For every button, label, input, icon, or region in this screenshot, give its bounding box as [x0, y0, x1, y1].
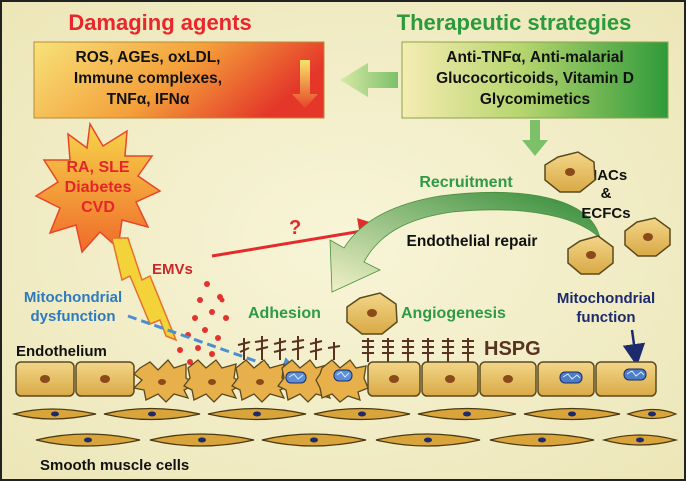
mac-cell-2-nucleus [643, 233, 653, 241]
ampersand-label: & [601, 185, 612, 202]
damaging-agents-box [33, 41, 325, 119]
down-arrow-icon [292, 60, 318, 108]
damaging-line-2: Immune complexes, [74, 70, 222, 87]
therapeutic-title: Therapeutic strategies [397, 10, 632, 35]
therapeutic-box [401, 41, 669, 119]
recruitment-label: Recruitment [419, 174, 513, 191]
mito-dysfunction-arrow [127, 314, 307, 383]
mito-function-line-1: Mitochondrial [557, 290, 655, 307]
emvs-label: EMVs [152, 261, 193, 278]
endothelial-repair-label: Endothelial repair [407, 233, 538, 250]
hspg-damaged [237, 336, 341, 360]
therapeutic-line-3: Glycomimetics [480, 91, 590, 108]
hspg-intact [362, 338, 474, 362]
ecfcs-label: ECFCs [581, 205, 630, 222]
repair-curve-arrow [329, 192, 601, 293]
hspg-glycocalyx [237, 336, 474, 362]
mitochondria [285, 368, 647, 384]
damaging-line-1: ROS, AGEs, oxLDL, [76, 49, 221, 66]
mac-cell-3-nucleus [586, 251, 596, 259]
damaged-mitochondrion-icon [333, 369, 353, 382]
question-mark: ? [289, 217, 301, 239]
mac-cell-1-nucleus [565, 168, 575, 176]
angiogenesis-label: Angiogenesis [401, 305, 506, 322]
disease-line-1: RA, SLE [66, 159, 129, 176]
lightning-bolt-icon [111, 237, 178, 342]
therapeutic-line-2: Glucocorticoids, Vitamin D [436, 70, 634, 87]
adhesion-label: Adhesion [248, 305, 321, 322]
disease-starburst [34, 121, 162, 254]
mito-function-line-2: function [576, 309, 635, 326]
mito-dysfunction-line-1: Mitochondrial [24, 289, 122, 306]
adhesion-cell-nucleus [367, 309, 377, 317]
disease-line-2: Diabetes [65, 179, 132, 196]
damaging-line-3: TNFα, IFNα [107, 91, 190, 108]
damaged-mitochondrion-icon [285, 371, 307, 384]
disease-line-3: CVD [81, 199, 115, 216]
therapy-down-arrow-icon [522, 120, 548, 156]
smooth-muscle-label: Smooth muscle cells [40, 457, 189, 474]
emv-question-arrow [211, 218, 386, 258]
therapeutic-line-1: Anti-TNFα, Anti-malarial [446, 49, 623, 66]
endothelium-label: Endothelium [16, 343, 107, 360]
left-arrow-icon [340, 63, 398, 97]
damaged-endothelium [132, 359, 369, 403]
mito-dysfunction-line-2: dysfunction [31, 308, 116, 325]
hspg-label: HSPG [484, 338, 541, 360]
mito-function-arrow [622, 329, 646, 367]
emv-dots [177, 281, 229, 365]
damaging-agents-title: Damaging agents [68, 10, 251, 35]
